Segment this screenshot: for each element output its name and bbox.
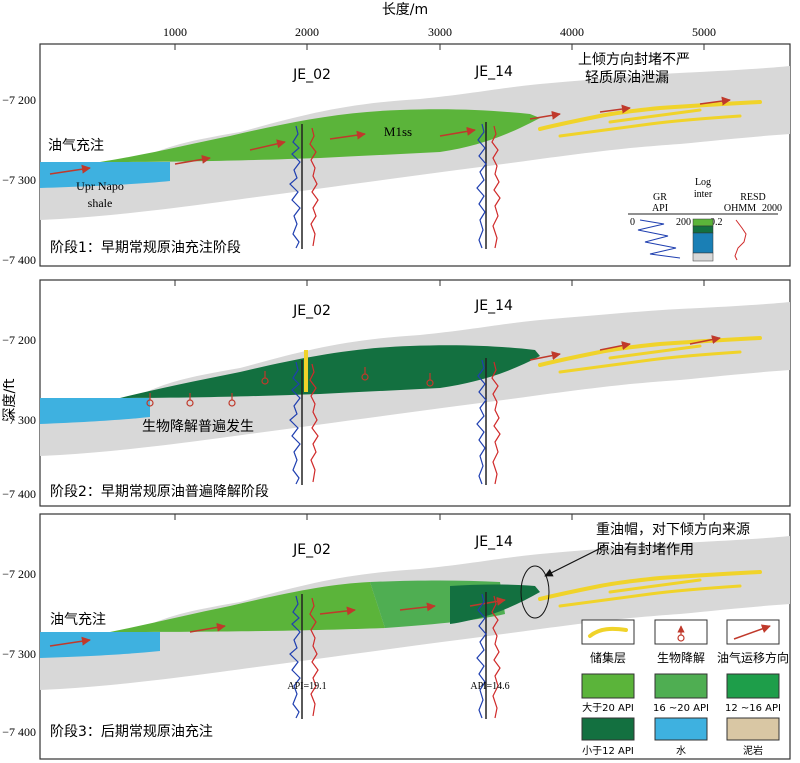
y-axis-ticks: −7 200 −7 300 −7 400 [2, 333, 36, 501]
y-tick: −7 200 [2, 93, 36, 107]
legend-swatch-water [654, 717, 708, 741]
inter-column-water [692, 232, 714, 254]
gr-max: 200 [676, 217, 691, 228]
migration-arrows [529, 335, 721, 361]
water-layer [40, 632, 160, 658]
biodegradation-label: 生物降解普遍发生 [142, 419, 254, 435]
legend-label: 储集层 [590, 650, 626, 665]
resd-min: 0.2 [710, 217, 723, 228]
leak-note: 轻质原油泄漏 [585, 70, 669, 86]
napo-label: shale [88, 196, 113, 210]
x-tick-marks [174, 280, 705, 286]
inter-label: Log [695, 177, 711, 188]
oil-zone-light [100, 109, 540, 162]
y-tick: −7 400 [2, 253, 36, 267]
gr-curve-sample [637, 219, 681, 259]
legend-label: 水 [676, 745, 686, 757]
api-label: API=14.6 [470, 681, 509, 692]
legend-swatch-mid-dark-oil [726, 673, 780, 699]
legend-swatch-heavy-oil [581, 717, 635, 741]
x-tick: 2000 [295, 25, 319, 39]
resd-max: 2000 [762, 203, 782, 214]
inter-label: inter [694, 189, 713, 200]
inter-column-shale [692, 252, 714, 262]
panel-stage-3: −7 200 −7 300 −7 400 JE_02 JE_14 油气充注 重油… [2, 513, 791, 760]
migration-arrows [49, 596, 506, 647]
log-legend: GR API 0 200 Log inter 0.2 RESD OHMM 200… [628, 177, 782, 262]
legend-label: 油气运移方向 [717, 650, 789, 665]
legend-label: 生物降解 [657, 651, 705, 665]
y-axis-title: 深度/ft [2, 378, 18, 421]
gr-name: GR [653, 192, 667, 203]
legend-swatch-mudstone [726, 717, 780, 741]
migration-arrows [49, 96, 731, 175]
inter-column-light [692, 218, 714, 227]
oil-show-marker [304, 350, 308, 392]
water-layer [40, 398, 150, 424]
y-tick: −7 300 [2, 173, 36, 187]
stage-label: 阶段2：早期常规原油普遍降解阶段 [50, 484, 269, 500]
legend-label: 泥岩 [743, 744, 763, 757]
well-label: JE_02 [292, 542, 331, 558]
stage-label: 阶段3：后期常规原油充注 [50, 724, 213, 740]
legend-label: 16 ~20 API [653, 703, 709, 714]
y-tick: −7 400 [2, 725, 36, 739]
x-tick-marks [174, 44, 705, 50]
legend-label: 大于20 API [582, 701, 634, 714]
legend-label: 12 ~16 API [725, 703, 781, 714]
water-layer [40, 162, 170, 188]
leak-note: 上倾方向封堵不严 [578, 52, 690, 68]
charge-label: 油气充注 [48, 138, 104, 154]
legend-swatch-reservoir [581, 619, 635, 645]
x-tick: 4000 [560, 25, 584, 39]
resd-unit: OHMM [724, 203, 756, 214]
gr-min: 0 [630, 217, 635, 228]
well-label: JE_02 [292, 67, 331, 83]
callout-pointer [544, 545, 606, 577]
callout-note: 重油帽，对下倾方向来源 [596, 522, 750, 538]
callout-note: 原油有封堵作用 [596, 542, 694, 558]
x-tick-marks [174, 514, 705, 520]
y-tick: −7 400 [2, 487, 36, 501]
y-tick: −7 200 [2, 333, 36, 347]
x-tick: 3000 [428, 25, 452, 39]
y-tick: −7 300 [2, 647, 36, 661]
formation-label: M1ss [384, 124, 412, 139]
api-label: API=19.1 [287, 681, 326, 692]
legend-swatch-mid-oil [654, 673, 708, 699]
well-label: JE_14 [474, 534, 513, 550]
y-axis-ticks: −7 200 −7 300 −7 400 [2, 93, 36, 267]
legend-label: 小于12 API [582, 745, 634, 757]
y-tick: −7 200 [2, 567, 36, 581]
x-tick: 5000 [692, 25, 716, 39]
x-tick: 1000 [163, 25, 187, 39]
stage-label: 阶段1：早期常规原油充注阶段 [50, 240, 241, 256]
x-axis-title: 长度/m [382, 2, 428, 18]
oil-zone-light [110, 582, 385, 632]
panel-stage-1: −7 200 −7 300 −7 400 JE_02 JE_14 油气充注 Up… [2, 43, 791, 267]
napo-label: Upr Napo [76, 179, 124, 193]
y-tick: −7 300 [2, 413, 36, 427]
oil-zone-dark [120, 345, 540, 398]
x-axis-ticks: 1000 2000 3000 4000 5000 [163, 25, 716, 39]
y-axis-ticks: −7 200 −7 300 −7 400 [2, 567, 36, 739]
resd-curve-sample [734, 219, 747, 261]
gr-unit: API [652, 203, 668, 214]
biodegradation-markers [146, 367, 434, 407]
well-label: JE_14 [474, 64, 513, 80]
heavy-oil-cap-outline [520, 565, 550, 619]
resd-name: RESD [740, 192, 766, 203]
well-label: JE_14 [474, 298, 513, 314]
legend-swatch-light-oil [581, 673, 635, 699]
charge-label: 油气充注 [50, 612, 106, 628]
inter-column-mid [692, 225, 714, 234]
panel-stage-2: −7 200 −7 300 −7 400 JE_02 JE_14 生物降解普遍发… [2, 279, 791, 507]
legend: 储集层 生物降解 油气运移方向 大于20 API 16 ~20 API 12 ~… [581, 619, 789, 757]
oil-zone-dark [450, 584, 540, 624]
well-label: JE_02 [292, 303, 331, 319]
